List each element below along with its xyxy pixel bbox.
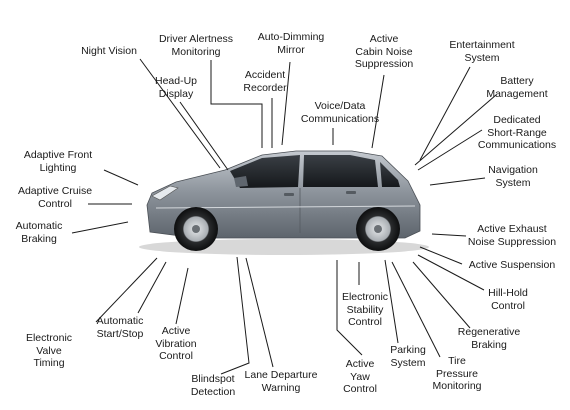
label-parking-system: Parking System xyxy=(390,344,426,369)
label-lane-departure: Lane Departure Warning xyxy=(244,369,318,394)
label-automatic-start-stop: Automatic Start/Stop xyxy=(96,315,144,340)
label-electronic-valve: Electronic Valve Timing xyxy=(25,332,73,369)
leader-automatic-start-stop xyxy=(137,261,167,314)
leader-auto-dimming xyxy=(281,61,291,146)
label-automatic-braking: Automatic Braking xyxy=(15,220,63,245)
leader-lines xyxy=(71,58,497,375)
label-active-yaw: Active Yaw Control xyxy=(343,358,377,395)
label-night-vision: Night Vision xyxy=(81,45,137,57)
label-active-cabin-noise: Active Cabin Noise Suppression xyxy=(354,33,414,70)
car-illustration xyxy=(139,150,429,255)
leader-lane-departure xyxy=(245,257,274,368)
leader-electronic-valve xyxy=(95,257,158,323)
leader-blindspot xyxy=(220,256,250,375)
leader-battery xyxy=(414,94,497,166)
leader-night-vision xyxy=(139,58,221,169)
label-blindspot: Blindspot Detection xyxy=(190,373,236,398)
rear-window xyxy=(303,155,378,187)
label-electronic-stability: Electronic Stability Control xyxy=(341,291,389,328)
leader-automatic-braking xyxy=(71,221,129,234)
leader-adaptive-front xyxy=(103,169,139,186)
leader-driver-alertness xyxy=(210,60,263,148)
leader-regenerative xyxy=(412,261,471,329)
leader-active-exhaust xyxy=(431,233,467,237)
label-active-exhaust: Active Exhaust Noise Suppression xyxy=(467,223,557,248)
label-adaptive-cruise: Adaptive Cruise Control xyxy=(17,185,93,210)
leader-active-vibration xyxy=(175,267,189,325)
label-hill-hold: Hill-Hold Control xyxy=(488,287,528,312)
rear-glass xyxy=(380,162,400,187)
leader-entertainment xyxy=(419,66,471,161)
leader-tire-pressure xyxy=(391,261,441,358)
label-entertainment: Entertainment System xyxy=(449,39,515,64)
leader-head-up-display xyxy=(179,101,229,171)
label-regenerative-braking: Regenerative Braking xyxy=(457,326,521,351)
label-active-suspension: Active Suspension xyxy=(468,259,556,271)
label-head-up-display: Head-Up Display xyxy=(154,75,198,100)
label-active-vibration: Active Vibration Control xyxy=(155,325,197,362)
label-adaptive-front-lighting: Adaptive Front Lighting xyxy=(23,149,93,174)
label-auto-dimming-mirror: Auto-Dimming Mirror xyxy=(257,31,325,56)
leader-active-cabin xyxy=(371,74,385,149)
label-driver-alertness: Driver Alertness Monitoring xyxy=(158,33,234,58)
side-mirror xyxy=(234,176,248,187)
label-tire-pressure: Tire Pressure Monitoring xyxy=(432,355,482,392)
label-navigation: Navigation System xyxy=(488,164,538,189)
leader-active-suspension xyxy=(419,246,463,265)
leader-hill-hold xyxy=(417,254,485,291)
leader-navigation xyxy=(429,177,486,186)
label-voice-data: Voice/Data Communications xyxy=(300,100,380,125)
leader-dsrc xyxy=(417,129,483,171)
leader-parking xyxy=(384,259,399,344)
door-handle-rear xyxy=(346,191,356,194)
door-handle-front xyxy=(284,193,294,196)
headlight xyxy=(151,185,179,201)
leader-active-yaw xyxy=(336,260,363,356)
label-battery: Battery Management xyxy=(486,75,548,100)
windshield xyxy=(230,155,300,188)
label-dsrc: Dedicated Short-Range Communications xyxy=(477,114,557,151)
label-accident-recorder: Accident Recorder xyxy=(243,69,287,94)
